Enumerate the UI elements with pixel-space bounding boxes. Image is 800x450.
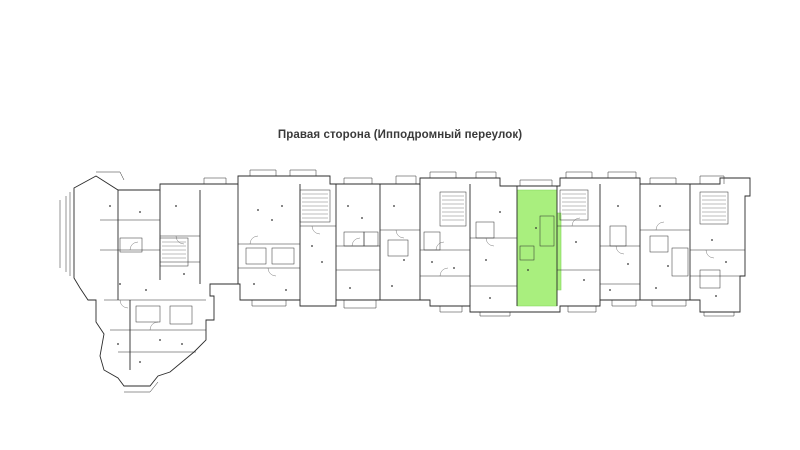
door-swings	[119, 217, 715, 331]
building-outline	[59, 171, 751, 393]
plan-title: Правая сторона (Ипподромный переулок)	[277, 129, 523, 141]
facade-balconies	[203, 169, 725, 186]
highlighted-unit[interactable]	[516, 189, 562, 307]
partition-walls	[100, 184, 745, 370]
plan-annotations	[109, 205, 727, 363]
stair-cores	[159, 189, 729, 267]
facade-bottom	[251, 300, 735, 317]
bathrooms	[119, 215, 721, 325]
